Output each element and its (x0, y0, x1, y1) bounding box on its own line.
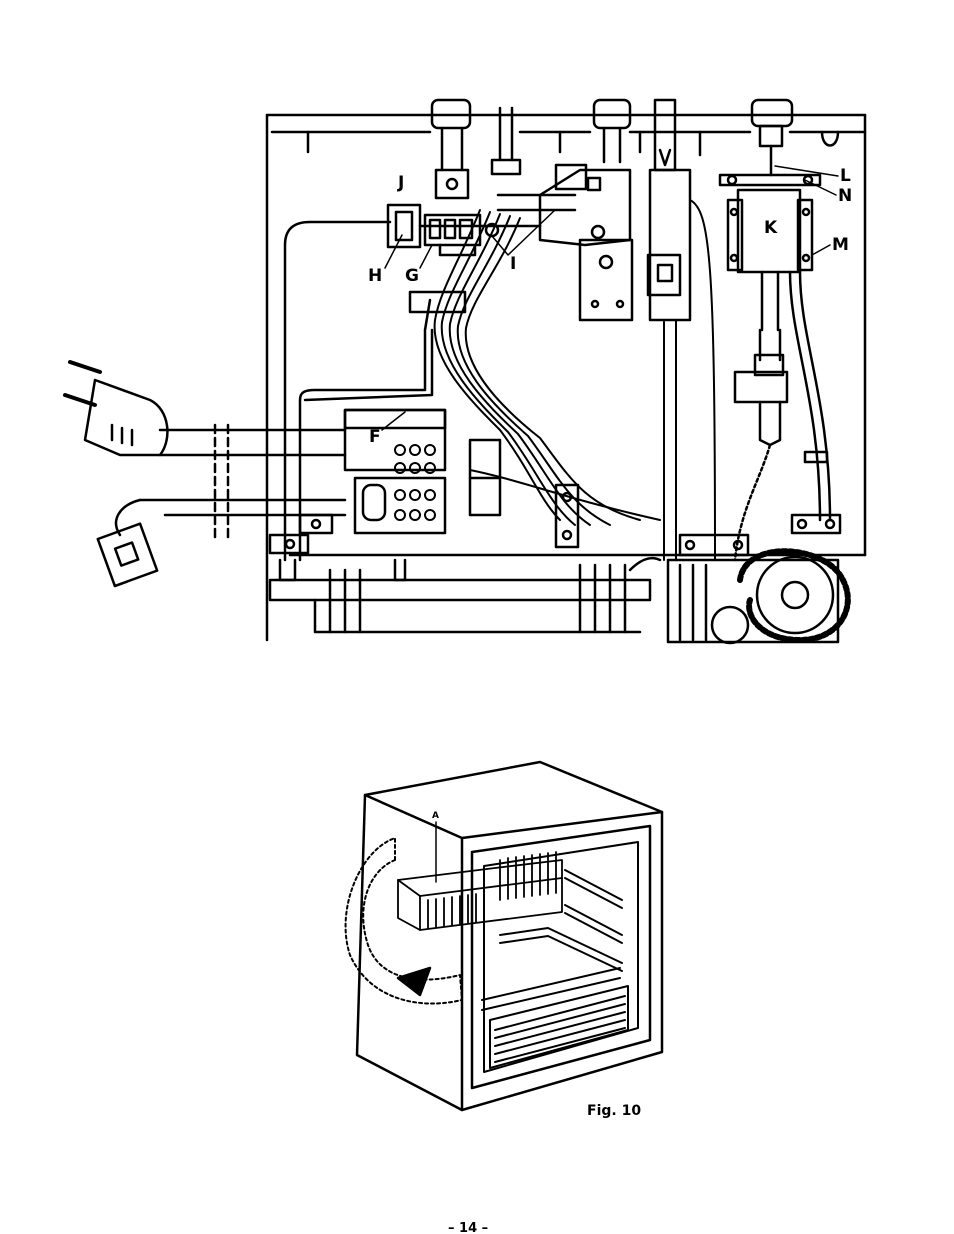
page-number: – 14 – (448, 1221, 488, 1234)
label-i: I (510, 254, 516, 274)
electrode-assembly (648, 170, 715, 560)
cooling-fins (398, 852, 562, 930)
figure-caption: Fig. 10 (587, 1103, 641, 1119)
label-h: H (368, 266, 382, 286)
refrigerator-diagram: A Fig. 10 (346, 762, 662, 1119)
label-f: F (369, 427, 381, 447)
label-k: K (764, 218, 778, 238)
label-a: A (432, 811, 439, 821)
bottom-frame (270, 558, 660, 632)
label-m: M (832, 235, 849, 255)
label-j: J (397, 173, 404, 193)
gas-valve (498, 165, 632, 320)
label-n: N (838, 186, 852, 206)
label-g: G (405, 266, 419, 286)
burner-coil (668, 551, 848, 643)
shelves (482, 870, 628, 1068)
wire-bundle (435, 210, 660, 525)
label-l: L (840, 166, 851, 186)
power-plug (65, 362, 167, 455)
secondary-connector (98, 500, 157, 586)
power-cord (140, 425, 345, 540)
wiring-diagram: J H G I F K L N M (65, 100, 865, 643)
